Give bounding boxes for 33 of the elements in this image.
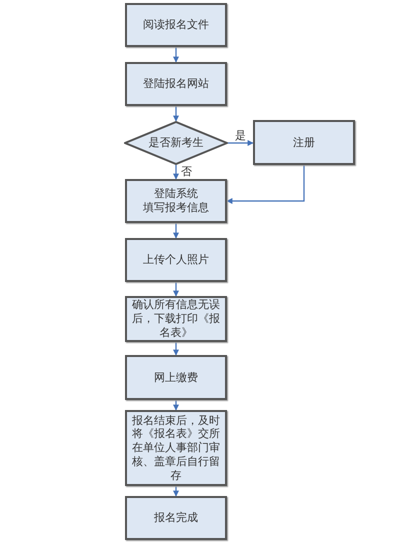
process-box <box>125 355 227 400</box>
arrow <box>173 165 179 180</box>
node-text: 是否新考生 <box>148 136 204 150</box>
process-box <box>125 179 227 223</box>
arrow <box>226 165 305 204</box>
arrow <box>173 282 179 297</box>
edge-label: 是 <box>234 130 247 141</box>
process-box <box>125 410 227 486</box>
node-text: 报名结束后，及时将《报名表》交所在单位人事部门审核、盖章后自行留存 <box>131 414 221 482</box>
edge-label: 否 <box>180 166 193 177</box>
arrow <box>173 342 179 356</box>
arrow <box>173 486 179 497</box>
arrow <box>173 47 179 63</box>
process-box <box>253 120 355 165</box>
node-text: 填写报考信息 <box>143 201 209 215</box>
arrow <box>228 140 254 146</box>
node-text: 报名完成 <box>154 511 198 525</box>
node-text: 上传个人照片 <box>143 253 209 267</box>
node-text: 网上缴费 <box>154 370 198 384</box>
process-box <box>125 238 227 282</box>
arrow <box>173 223 179 239</box>
node-text: 登陆系统 <box>154 187 198 201</box>
process-box <box>125 62 227 106</box>
arrow <box>173 106 179 122</box>
decision-diamond <box>124 121 228 165</box>
node-text: 登陆报名网站 <box>143 77 209 91</box>
process-box <box>125 496 227 540</box>
node-text: 阅读报名文件 <box>143 18 209 32</box>
process-box <box>125 296 227 342</box>
node-text: 注册 <box>293 136 315 150</box>
node-text: 确认所有信息无误后，下载打印《报名表》 <box>131 298 221 340</box>
arrow <box>173 400 179 411</box>
process-box <box>125 3 227 47</box>
